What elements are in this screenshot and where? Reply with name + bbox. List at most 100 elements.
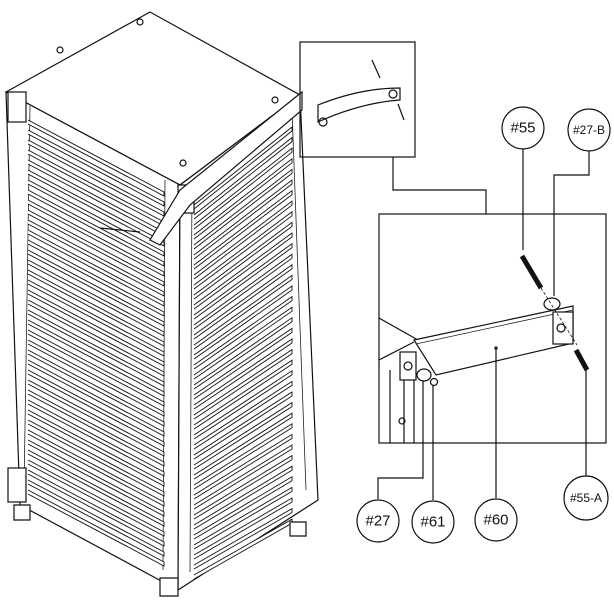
louver-slat [193, 210, 293, 290]
louver-slat [193, 327, 293, 400]
louver-slat [193, 295, 293, 370]
louver-slat [193, 476, 293, 540]
louver-slat [193, 497, 293, 560]
louver-slat [27, 489, 165, 567]
washer-27 [416, 368, 432, 382]
callout-61: #61 [411, 500, 455, 544]
louver-slat [193, 380, 293, 450]
louver-slat [193, 338, 293, 410]
louver-slat [193, 507, 293, 570]
callout-27: #27 [356, 499, 400, 543]
louver-slat [27, 169, 165, 247]
louver-slat [27, 399, 165, 477]
callout-60: #60 [474, 498, 518, 542]
louver-slat [27, 469, 165, 547]
callout-label: #60 [483, 512, 508, 529]
louver-slat [193, 465, 293, 530]
louver-slat [193, 221, 293, 300]
louver-slat [193, 316, 293, 390]
louver-slat [193, 518, 293, 580]
callout-label: #55-A [570, 491, 602, 505]
corner-bracket [7, 467, 27, 503]
louver-slat [27, 309, 165, 387]
louvers-right [193, 126, 293, 580]
louver-slat [27, 479, 165, 557]
louver-slat [193, 200, 293, 280]
louver-slat [27, 199, 165, 277]
louver-slat [193, 433, 293, 500]
louver-slat [193, 242, 293, 320]
louver-slat [27, 289, 165, 367]
callout-label: #55 [510, 120, 535, 137]
louver-slat [27, 339, 165, 417]
louver-slat [193, 306, 293, 380]
louver-slat [193, 157, 293, 240]
louver-slat [27, 369, 165, 447]
louver-slat [193, 369, 293, 440]
louver-slat [193, 401, 293, 470]
screw-55 [519, 254, 544, 290]
louver-slat [193, 285, 293, 360]
louver-slat [193, 136, 293, 220]
cabinet-unit [4, 11, 319, 597]
louver-slat [27, 189, 165, 267]
louver-slat [27, 459, 165, 537]
louver-slat [27, 209, 165, 287]
louver-slat [27, 379, 165, 457]
louver-slat [193, 147, 293, 230]
louver-slat [193, 454, 293, 520]
louver-slat [27, 129, 165, 207]
louver-slat [193, 232, 293, 310]
louver-slat [193, 189, 293, 270]
louver-slat [27, 279, 165, 357]
louver-slat [27, 449, 165, 527]
bracket-installed [149, 90, 303, 246]
callout-label: #27 [365, 513, 390, 530]
louver-slat [193, 263, 293, 340]
louver-slat [27, 269, 165, 347]
louver-slat [27, 179, 165, 257]
callout-label: #61 [420, 514, 445, 531]
louver-slat [193, 126, 293, 210]
louver-slat [193, 253, 293, 330]
louver-slat [193, 168, 293, 250]
callout-55-a: #55-A [563, 475, 609, 521]
washer-27b [543, 297, 561, 311]
louver-slat [193, 348, 293, 420]
louver-slat [27, 429, 165, 507]
detail-box-small [299, 41, 416, 158]
louver-slat [193, 444, 293, 510]
louver-slat [27, 329, 165, 407]
callout-label: #27-B [573, 123, 605, 137]
louver-slat [27, 229, 165, 307]
louver-slat [193, 359, 293, 430]
louver-slat [27, 239, 165, 317]
callout-27-b: #27-B [567, 108, 611, 152]
louver-slat [27, 319, 165, 397]
louver-slat [27, 259, 165, 337]
louver-slat [27, 249, 165, 327]
louvers-left [27, 119, 165, 567]
louver-slat [193, 274, 293, 350]
louver-slat [193, 412, 293, 480]
connector-line [392, 157, 487, 214]
louver-slat [27, 439, 165, 517]
corner-bracket [7, 91, 27, 123]
louver-slat [27, 139, 165, 217]
louver-slat [27, 219, 165, 297]
louver-slat [193, 391, 293, 460]
louver-slat [27, 119, 165, 197]
detail-box-large [378, 213, 607, 444]
louver-slat [27, 389, 165, 467]
nut-61 [429, 377, 439, 387]
louver-slat [193, 486, 293, 550]
louver-slat [27, 409, 165, 487]
louver-slat [27, 349, 165, 427]
screw-55a [573, 348, 590, 372]
louver-slat [193, 422, 293, 490]
louver-slat [193, 179, 293, 260]
louver-slat [27, 419, 165, 497]
louver-slat [27, 299, 165, 377]
louver-slat [27, 359, 165, 437]
